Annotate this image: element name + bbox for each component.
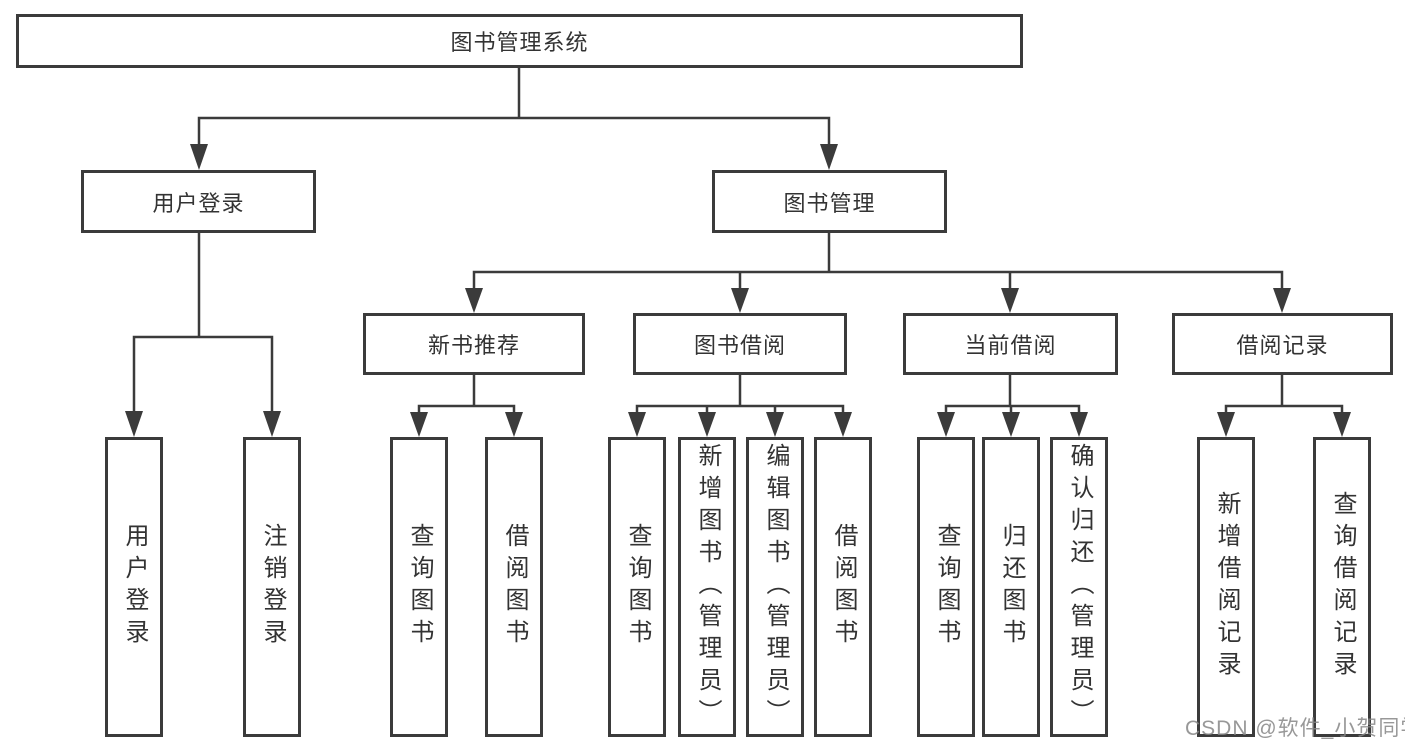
leaf-nb-query-book-label: 查询图书 <box>406 523 433 651</box>
node-borrow-records-label: 借阅记录 <box>1236 333 1329 358</box>
arrowhead-icon <box>834 412 852 437</box>
node-new-book-recommend: 新书推荐 <box>363 313 585 375</box>
leaf-nb-query-book: 查询图书 <box>390 437 448 737</box>
leaf-bb-edit-book-admin: 编辑图书（管理员） <box>746 437 804 737</box>
arrowhead-icon <box>698 412 716 437</box>
node-book-management: 图书管理 <box>712 170 947 233</box>
leaf-cb-confirm-return-admin: 确认归还（管理员） <box>1050 437 1108 737</box>
leaf-bb-add-book-admin-label: 新增图书（管理员） <box>694 443 721 731</box>
arrowheads <box>125 144 1351 437</box>
leaf-cb-return-book-label: 归还图书 <box>998 523 1025 651</box>
arrowhead-icon <box>465 288 483 313</box>
arrowhead-icon <box>731 288 749 313</box>
connector-new-book-split <box>417 373 516 414</box>
connector-book-management-split <box>472 231 1284 290</box>
leaf-br-add-borrow-record-label: 新增借阅记录 <box>1213 491 1240 683</box>
arrowhead-icon <box>628 412 646 437</box>
node-user-login: 用户登录 <box>81 170 316 233</box>
connector-user-login-split <box>132 231 274 413</box>
arrowhead-icon <box>505 412 523 437</box>
node-current-borrow: 当前借阅 <box>903 313 1118 375</box>
arrowhead-icon <box>1070 412 1088 437</box>
leaf-br-add-borrow-record: 新增借阅记录 <box>1197 437 1255 737</box>
node-new-book-recommend-label: 新书推荐 <box>427 333 520 358</box>
arrowhead-icon <box>766 412 784 437</box>
leaf-br-query-borrow-record-label: 查询借阅记录 <box>1329 491 1356 683</box>
arrowhead-icon <box>1273 288 1291 313</box>
connector-root-split <box>197 66 831 146</box>
node-book-borrow-label: 图书借阅 <box>693 333 786 358</box>
arrowhead-icon <box>1217 412 1235 437</box>
leaf-cb-query-book-label: 查询图书 <box>933 523 960 651</box>
leaf-user-login-label: 用户登录 <box>121 523 148 651</box>
arrowhead-icon <box>263 411 281 437</box>
leaf-logout-label: 注销登录 <box>259 523 286 651</box>
arrowhead-icon <box>820 144 838 170</box>
leaf-nb-borrow-book-label: 借阅图书 <box>501 523 528 651</box>
leaf-cb-confirm-return-admin-label: 确认归还（管理员） <box>1066 443 1093 731</box>
leaf-br-query-borrow-record: 查询借阅记录 <box>1313 437 1371 737</box>
arrowhead-icon <box>1002 412 1020 437</box>
leaf-logout: 注销登录 <box>243 437 301 737</box>
arrowhead-icon <box>1001 288 1019 313</box>
arrowhead-icon <box>410 412 428 437</box>
connector-borrow-records-split <box>1224 373 1344 414</box>
node-current-borrow-label: 当前借阅 <box>964 333 1057 358</box>
arrowhead-icon <box>125 411 143 437</box>
leaf-bb-query-book-label: 查询图书 <box>624 523 651 651</box>
leaf-bb-edit-book-admin-label: 编辑图书（管理员） <box>762 443 789 731</box>
arrowhead-icon <box>190 144 208 170</box>
leaf-bb-borrow-book-label: 借阅图书 <box>830 523 857 651</box>
leaf-bb-query-book: 查询图书 <box>608 437 666 737</box>
leaf-bb-add-book-admin: 新增图书（管理员） <box>678 437 736 737</box>
leaf-cb-query-book: 查询图书 <box>917 437 975 737</box>
leaf-cb-return-book: 归还图书 <box>982 437 1040 737</box>
connector-current-borrow-split <box>944 373 1081 414</box>
arrowhead-icon <box>1333 412 1351 437</box>
node-book-management-label: 图书管理 <box>783 190 876 216</box>
csdn-watermark: CSDN @软件_小贺同学 <box>1185 717 1405 740</box>
leaf-user-login: 用户登录 <box>105 437 163 737</box>
node-root: 图书管理系统 <box>16 14 1023 68</box>
connector-book-borrow-split <box>635 373 845 414</box>
node-user-login-label: 用户登录 <box>152 190 245 216</box>
arrowhead-icon <box>937 412 955 437</box>
leaf-nb-borrow-book: 借阅图书 <box>485 437 543 737</box>
node-book-borrow: 图书借阅 <box>633 313 847 375</box>
leaf-bb-borrow-book: 借阅图书 <box>814 437 872 737</box>
node-root-label: 图书管理系统 <box>450 30 589 55</box>
node-borrow-records: 借阅记录 <box>1172 313 1393 375</box>
